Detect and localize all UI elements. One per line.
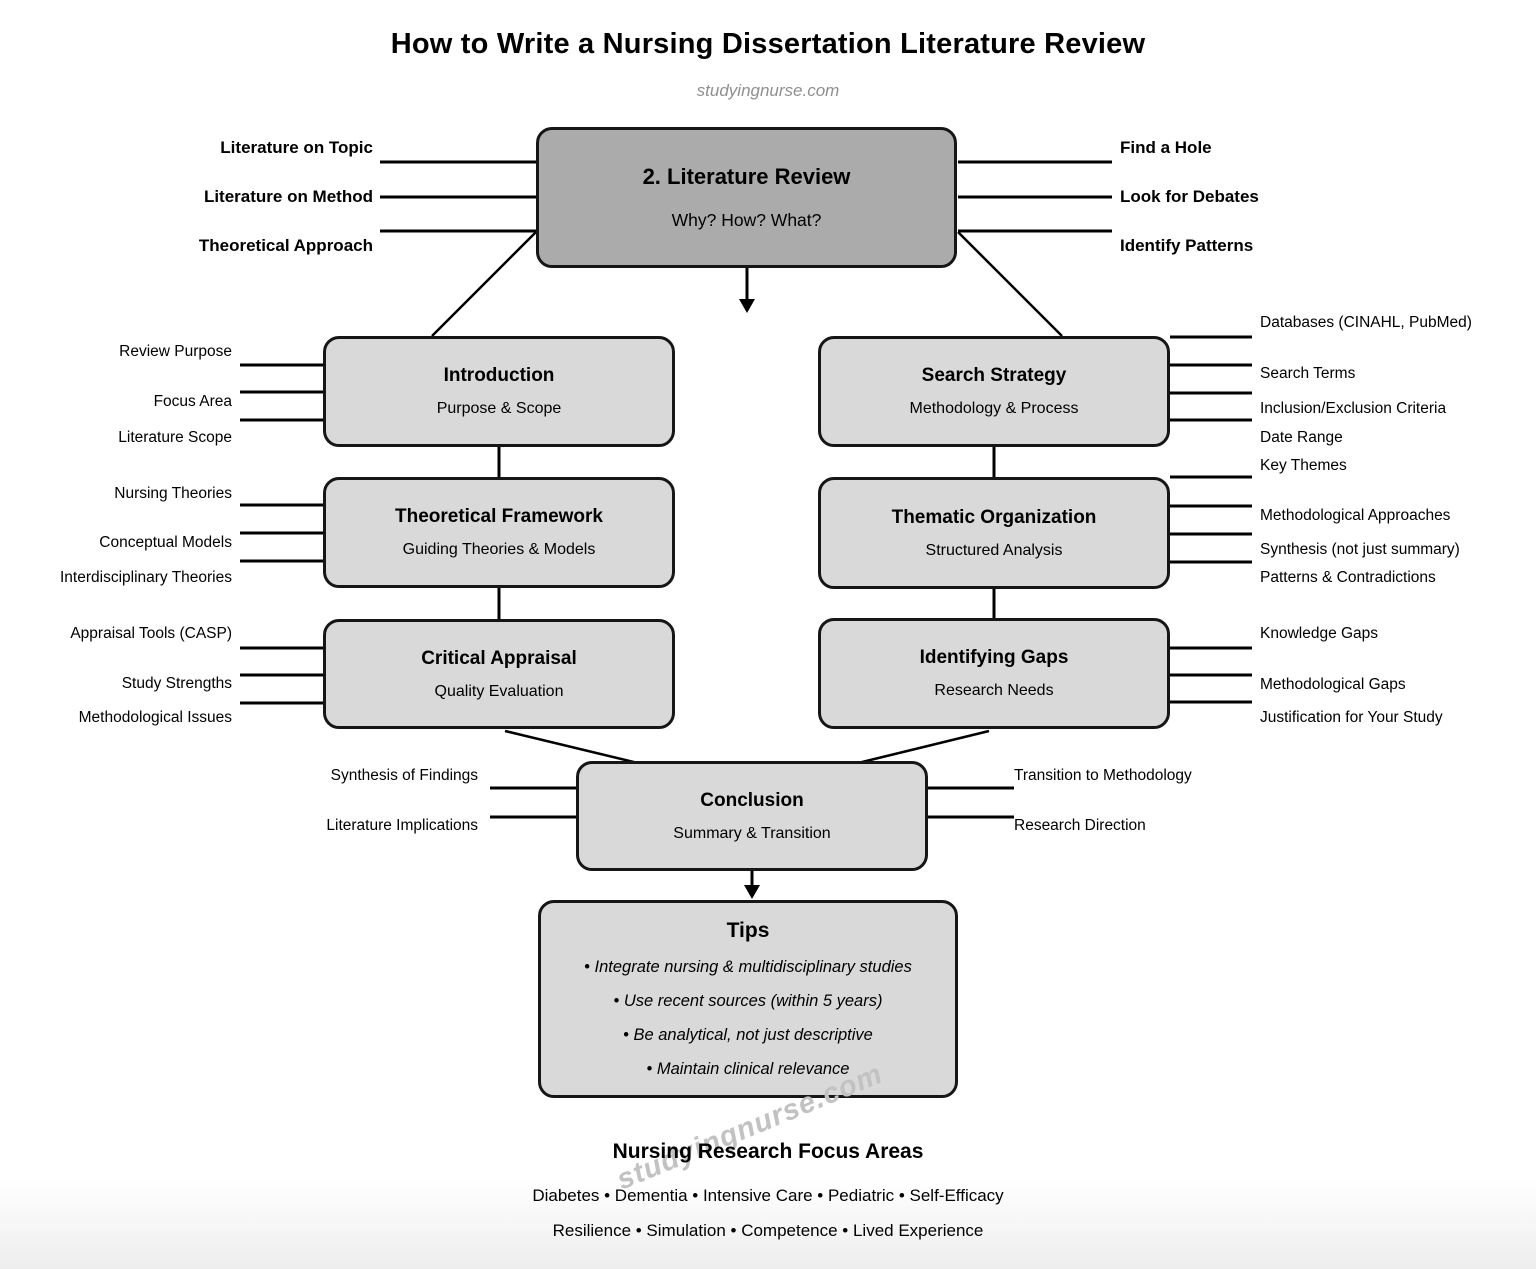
label-conceptual-models: Conceptual Models bbox=[99, 534, 232, 551]
literature-review-box: 2. Literature Review Why? How? What? bbox=[536, 127, 957, 268]
literature-review-title: 2. Literature Review bbox=[642, 164, 851, 189]
identifying-gaps-title: Identifying Gaps bbox=[919, 647, 1069, 668]
horizontal-connectors bbox=[240, 160, 1252, 819]
tip-item: • Be analytical, not just descriptive bbox=[623, 1026, 873, 1044]
label-review-purpose: Review Purpose bbox=[119, 343, 232, 360]
focus-areas-heading: Nursing Research Focus Areas bbox=[612, 1140, 924, 1163]
flow-arrows bbox=[739, 268, 760, 899]
theoretical-framework-box: Theoretical Framework Guiding Theories &… bbox=[323, 477, 675, 588]
tips-title: Tips bbox=[726, 919, 770, 942]
critical-appraisal-title: Critical Appraisal bbox=[421, 647, 577, 669]
introduction-box: Introduction Purpose & Scope bbox=[323, 336, 675, 447]
label-synthesis-of-findings: Synthesis of Findings bbox=[330, 767, 478, 784]
tip-item: • Use recent sources (within 5 years) bbox=[613, 992, 883, 1010]
theoretical-framework-title: Theoretical Framework bbox=[394, 506, 604, 527]
label-identify-patterns: Identify Patterns bbox=[1120, 236, 1254, 255]
thematic-organization-box: Thematic Organization Structured Analysi… bbox=[818, 477, 1170, 589]
critical-appraisal-subtitle: Quality Evaluation bbox=[434, 682, 564, 700]
literature-review-subtitle: Why? How? What? bbox=[671, 210, 822, 230]
conclusion-subtitle: Summary & Transition bbox=[673, 824, 831, 842]
label-nursing-theories: Nursing Theories bbox=[114, 485, 232, 502]
thematic-organization-subtitle: Structured Analysis bbox=[925, 541, 1063, 559]
conclusion-box: Conclusion Summary & Transition bbox=[576, 761, 928, 871]
theoretical-framework-subtitle: Guiding Theories & Models bbox=[402, 541, 596, 558]
search-strategy-title: Search Strategy bbox=[921, 365, 1067, 386]
introduction-subtitle: Purpose & Scope bbox=[436, 400, 562, 417]
label-interdisciplinary-theories: Interdisciplinary Theories bbox=[59, 569, 232, 586]
label-literature-implications: Literature Implications bbox=[326, 817, 478, 834]
identifying-gaps-subtitle: Research Needs bbox=[934, 682, 1054, 699]
label-patterns-contradictions: Patterns & Contradictions bbox=[1260, 569, 1436, 586]
label-search-terms: Search Terms bbox=[1260, 365, 1356, 382]
label-theoretical-approach: Theoretical Approach bbox=[198, 236, 373, 255]
label-transition-to-methodology: Transition to Methodology bbox=[1014, 767, 1192, 784]
label-justification-for-study: Justification for Your Study bbox=[1260, 709, 1443, 726]
label-methodological-issues: Methodological Issues bbox=[78, 709, 232, 726]
label-methodological-approaches: Methodological Approaches bbox=[1260, 507, 1451, 524]
diagonal-connectors bbox=[431, 231, 1063, 766]
label-methodological-gaps: Methodological Gaps bbox=[1260, 676, 1406, 693]
search-strategy-subtitle: Methodology & Process bbox=[909, 400, 1079, 417]
label-literature-on-topic: Literature on Topic bbox=[220, 138, 373, 157]
label-synthesis-not-summary: Synthesis (not just summary) bbox=[1260, 541, 1460, 558]
tips-box: Tips • Integrate nursing & multidiscipli… bbox=[538, 900, 958, 1098]
label-key-themes: Key Themes bbox=[1260, 457, 1347, 474]
label-literature-scope: Literature Scope bbox=[118, 429, 232, 446]
label-research-direction: Research Direction bbox=[1014, 817, 1146, 834]
label-focus-area: Focus Area bbox=[153, 393, 232, 410]
label-databases: Databases (CINAHL, PubMed) bbox=[1260, 314, 1472, 331]
label-date-range: Date Range bbox=[1260, 429, 1343, 446]
label-appraisal-tools: Appraisal Tools (CASP) bbox=[70, 625, 232, 642]
label-knowledge-gaps: Knowledge Gaps bbox=[1260, 625, 1379, 642]
critical-appraisal-box: Critical Appraisal Quality Evaluation bbox=[323, 619, 675, 729]
tip-item: • Maintain clinical relevance bbox=[646, 1060, 850, 1078]
identifying-gaps-box: Identifying Gaps Research Needs bbox=[818, 618, 1170, 729]
focus-areas-line: Resilience • Simulation • Competence • L… bbox=[552, 1221, 984, 1240]
introduction-title: Introduction bbox=[443, 365, 555, 386]
search-strategy-box: Search Strategy Methodology & Process bbox=[818, 336, 1170, 447]
conclusion-title: Conclusion bbox=[700, 789, 804, 811]
site-subtitle: studyingnurse.com bbox=[696, 81, 840, 100]
label-look-for-debates: Look for Debates bbox=[1120, 187, 1259, 206]
label-inclusion-exclusion: Inclusion/Exclusion Criteria bbox=[1260, 400, 1447, 417]
label-literature-on-method: Literature on Method bbox=[203, 187, 373, 206]
label-study-strengths: Study Strengths bbox=[121, 675, 232, 692]
thematic-organization-title: Thematic Organization bbox=[891, 506, 1097, 528]
focus-areas-line: Diabetes • Dementia • Intensive Care • P… bbox=[532, 1186, 1004, 1205]
tip-item: • Integrate nursing & multidisciplinary … bbox=[584, 958, 912, 976]
label-find-a-hole: Find a Hole bbox=[1120, 138, 1212, 157]
page-title: How to Write a Nursing Dissertation Lite… bbox=[390, 28, 1146, 60]
